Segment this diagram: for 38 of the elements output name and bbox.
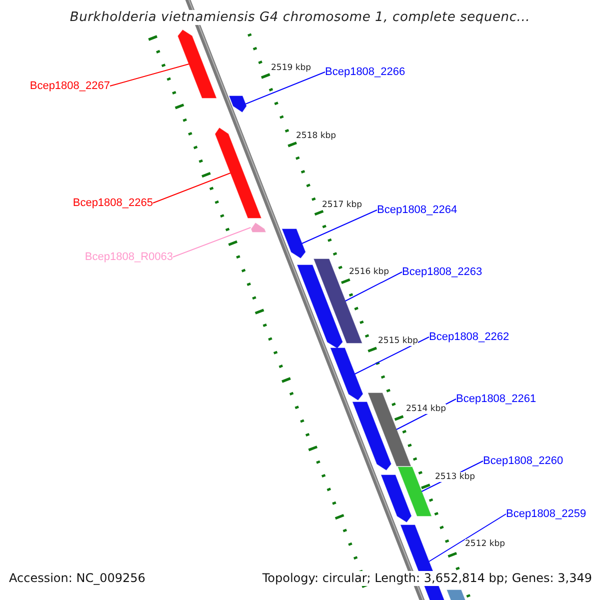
gene-feature (330, 348, 364, 400)
leader-line (172, 227, 252, 258)
gene-name: Bcep1808_2266 (325, 66, 406, 78)
gene-name: Bcep1808_2262 (429, 331, 510, 343)
leader-line (245, 72, 326, 104)
gene-name: Bcep1808_R0063 (84, 251, 173, 263)
scale-label: 2512 kbp (465, 539, 506, 549)
gene-feature (282, 228, 306, 258)
gene-feature (398, 466, 432, 516)
leader-line (301, 210, 378, 244)
accession-text: Accession: NC_009256 (9, 571, 146, 586)
leader-line (110, 64, 190, 86)
gene-feature (178, 30, 217, 98)
gene-feature (250, 222, 266, 232)
leader-line (152, 172, 231, 204)
gene-name: Bcep1808_2263 (402, 266, 482, 278)
scale-label: 2513 kbp (435, 472, 476, 482)
gene-name: Bcep1808_2261 (456, 393, 536, 405)
gene-name: Bcep1808_2264 (377, 204, 458, 216)
gene-feature (296, 264, 343, 348)
leader-line (354, 336, 430, 374)
gene-name: Bcep1808_2267 (30, 80, 110, 92)
scale-label: 2516 kbp (349, 267, 390, 277)
gene-name: Bcep1808_2260 (483, 455, 564, 467)
scale-label: 2515 kbp (378, 336, 418, 346)
gene-feature (352, 402, 392, 470)
gene-feature (228, 96, 247, 112)
scale-label: 2517 kbp (322, 200, 362, 210)
gene-name: Bcep1808_2265 (72, 197, 153, 209)
leader-line (428, 514, 506, 562)
genome-summary: Topology: circular; Length: 3,652,814 bp; Genes: 3,349 (262, 571, 592, 586)
scale-label: 2518 kbp (296, 131, 336, 141)
gene-name: Bcep1808_2259 (506, 508, 586, 520)
leader-line (344, 272, 402, 302)
gene-feature (380, 474, 412, 522)
gene-feature (214, 128, 262, 218)
scale-label: 2519 kbp (271, 63, 312, 73)
scale-label: 2514 kbp (406, 404, 446, 414)
